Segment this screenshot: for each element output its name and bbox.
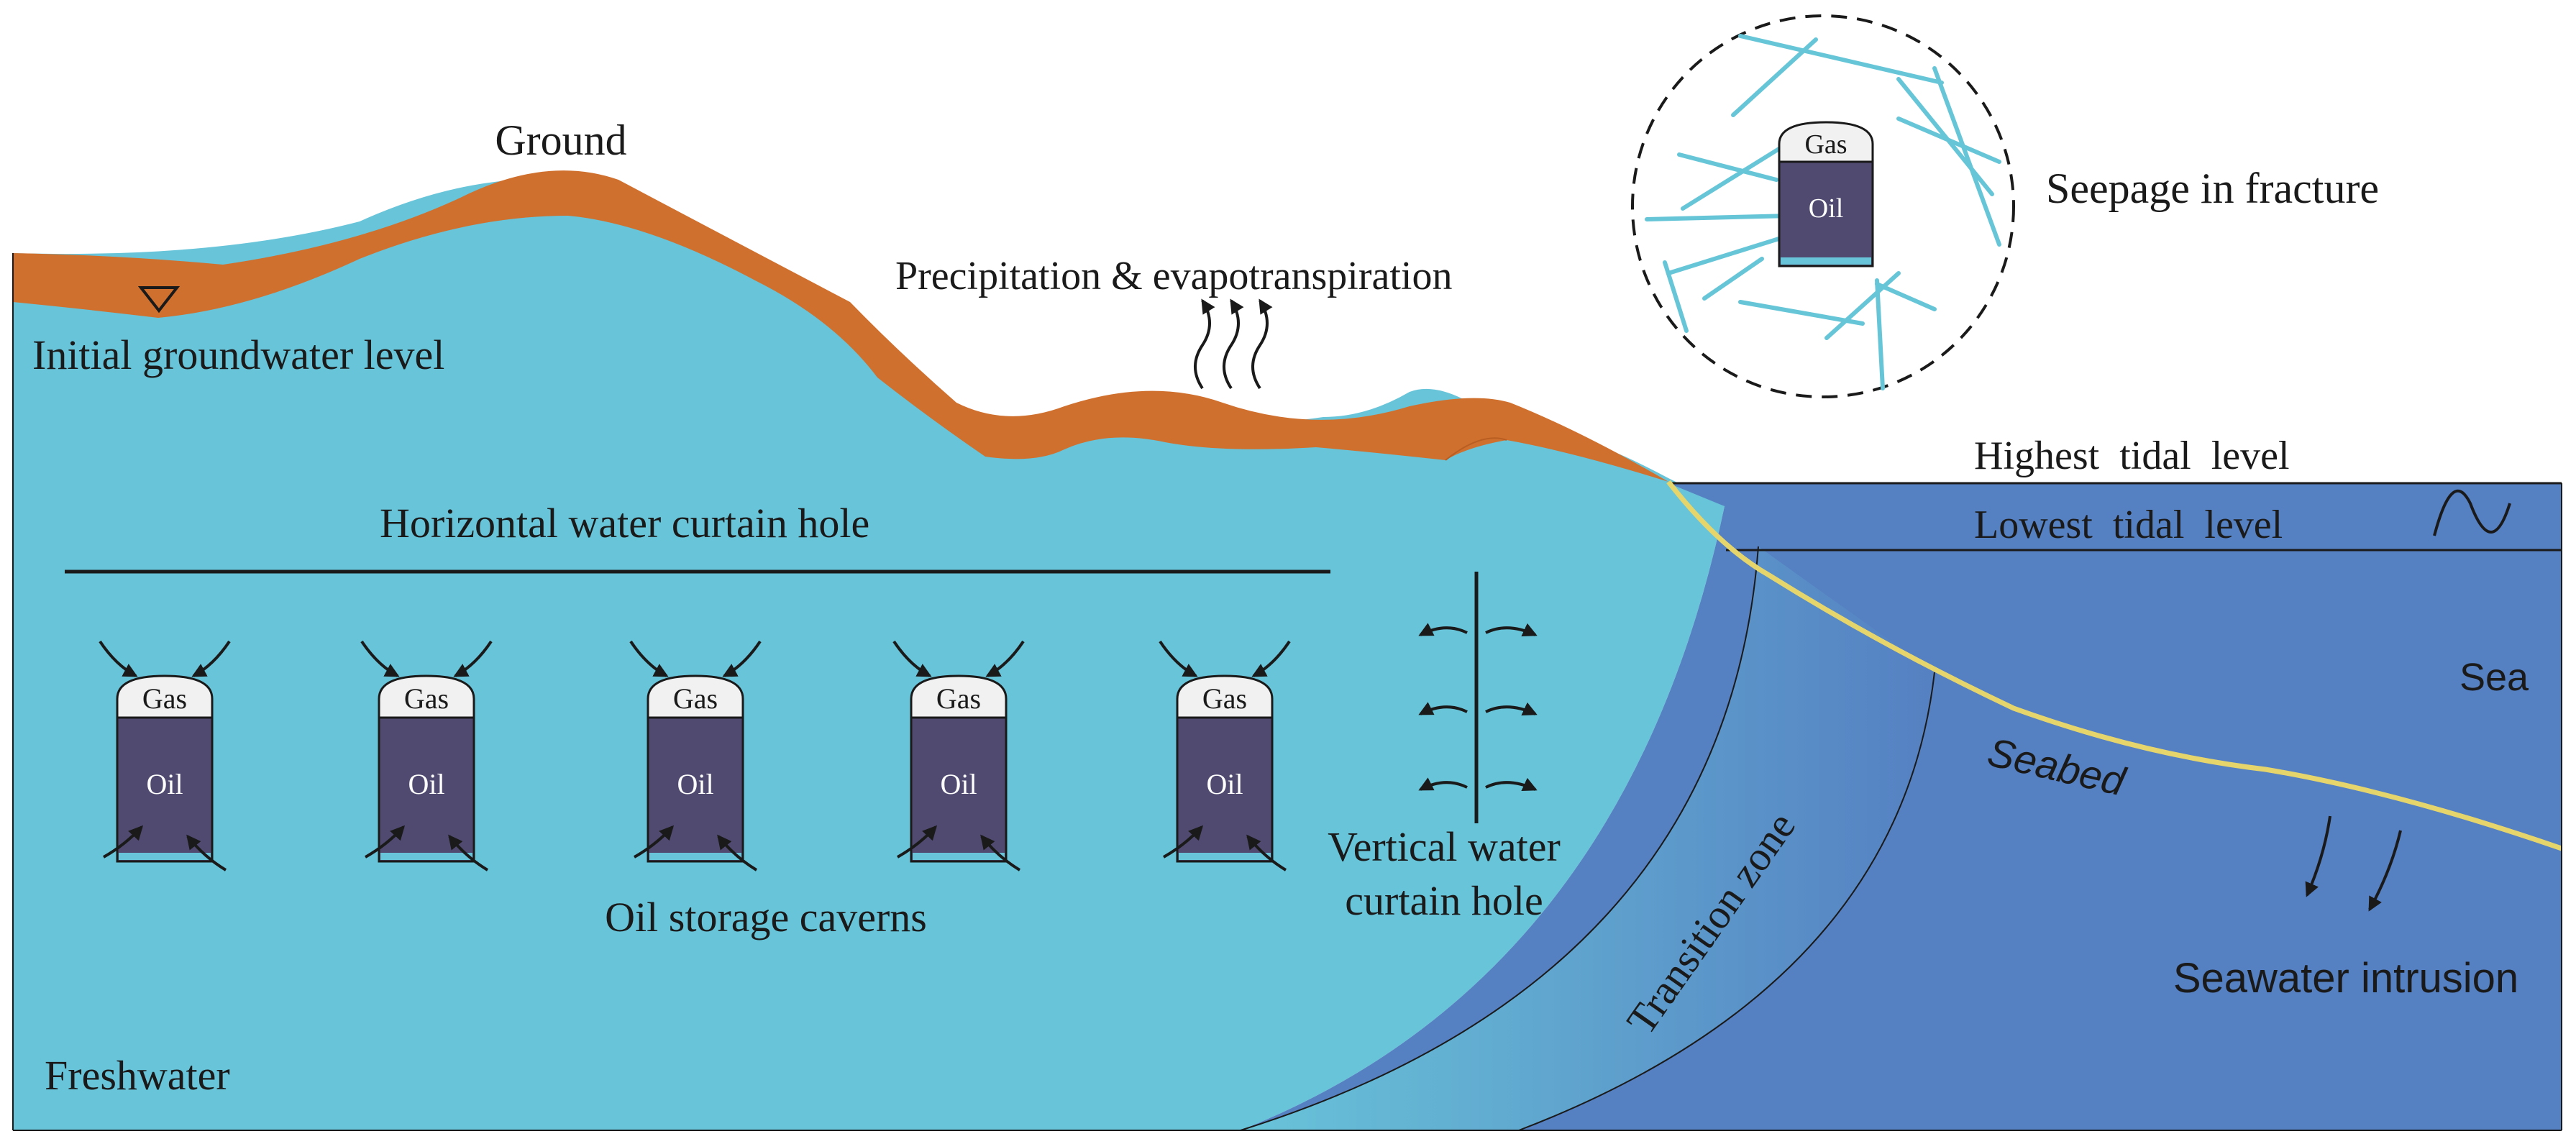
cavern-water-bottom <box>119 853 211 860</box>
oil-storage-caverns-label: Oil storage caverns <box>605 894 927 941</box>
cavern-inflow-arrow <box>360 640 400 677</box>
cavern-inflow-arrow <box>1246 834 1287 871</box>
cavern-gas-dome <box>1778 121 1874 163</box>
cavern-oil-label: Oil <box>146 768 183 800</box>
cavern-gas-label: Gas <box>1202 682 1247 715</box>
cavern-oil-label: Oil <box>1809 193 1844 224</box>
cavern-inflow-arrow <box>634 825 675 859</box>
cavern-oil-label: Oil <box>408 768 444 800</box>
freshwater-label: Freshwater <box>45 1052 230 1099</box>
cavern-inflow-arrow <box>1163 825 1204 859</box>
cavern-gas-dome <box>378 674 475 719</box>
cavern-oil-label: Oil <box>677 768 713 800</box>
cavern-inflow-arrow <box>453 640 493 677</box>
sea-label: Sea <box>2459 656 2529 699</box>
cavern-inflow-arrow <box>365 825 406 859</box>
cavern-inflow-arrow <box>897 825 938 859</box>
cavern-oil-label: Oil <box>940 768 977 800</box>
cavern-inflow-arrow <box>103 825 144 859</box>
cavern-water-bottom <box>649 853 741 860</box>
seawater-intrusion-label: Seawater intrusion <box>2173 955 2518 1002</box>
highest-tidal-level-label: Highest tidal level <box>1974 434 2290 478</box>
freshwater-region <box>13 178 1725 1131</box>
cavern-inflow-arrow <box>186 834 227 871</box>
cavern-gas-dome <box>116 674 214 719</box>
ground-label: Ground <box>495 116 626 164</box>
cavern-oil-body <box>1778 160 1874 267</box>
transition-zone-region <box>1241 546 1935 1130</box>
cavern-inflow-arrow <box>892 640 932 677</box>
cavern-water-bottom <box>380 853 472 860</box>
cavern-gas-dome <box>910 674 1008 719</box>
cavern-gas-label: Gas <box>404 682 449 715</box>
cavern-water-bottom <box>1781 257 1871 265</box>
cavern-gas-label: Gas <box>1804 129 1847 160</box>
cavern-inflow-arrow <box>99 640 138 677</box>
cavern-water-bottom <box>1179 853 1271 860</box>
cavern-inflow-arrow <box>980 834 1021 871</box>
vertical-curtain-flow-arrows <box>1418 623 1538 791</box>
precipitation-label: Precipitation & evapotranspiration <box>895 254 1452 298</box>
fracture-lines <box>1645 34 2001 390</box>
seabed-line <box>1666 480 2563 851</box>
cavern-inflow-arrow <box>722 640 762 677</box>
cavern-inflow-arrow <box>1159 640 1198 677</box>
precipitation-evapotranspiration-arrows <box>1194 298 1273 390</box>
cavern-inflow-arrow <box>448 834 489 871</box>
cavern-oil-label: Oil <box>1206 768 1243 800</box>
cavern-inflow-arrow <box>1251 640 1291 677</box>
initial-groundwater-level-label: Initial groundwater level <box>32 331 444 378</box>
seepage-in-fracture-label: Seepage in fracture <box>2046 165 2379 212</box>
cavern-inflow-arrow <box>717 834 758 871</box>
cavern-water-bottom <box>913 853 1005 860</box>
cavern-inflow-arrow <box>191 640 231 677</box>
vertical-water-curtain-hole-label-line2: curtain hole <box>1345 877 1543 924</box>
cavern-gas-label: Gas <box>936 682 981 715</box>
cavern-gas-label: Gas <box>142 682 187 715</box>
cavern-inflow-arrow <box>985 640 1025 677</box>
cavern-gas-dome <box>1176 674 1274 719</box>
seawater-intrusion-arrows <box>2305 815 2402 912</box>
tide-sine-icon <box>2433 489 2511 536</box>
cavern-gas-label: Gas <box>673 682 718 715</box>
cavern-inflow-arrow <box>629 640 669 677</box>
cavern-gas-dome <box>647 674 744 719</box>
vertical-water-curtain-hole-label-line1: Vertical water <box>1328 823 1561 870</box>
lowest-tidal-level-label: Lowest tidal level <box>1974 503 2283 547</box>
water-table-triangle-icon <box>137 286 181 314</box>
ground-layer <box>13 170 1668 482</box>
horizontal-water-curtain-hole-label: Horizontal water curtain hole <box>380 500 869 546</box>
